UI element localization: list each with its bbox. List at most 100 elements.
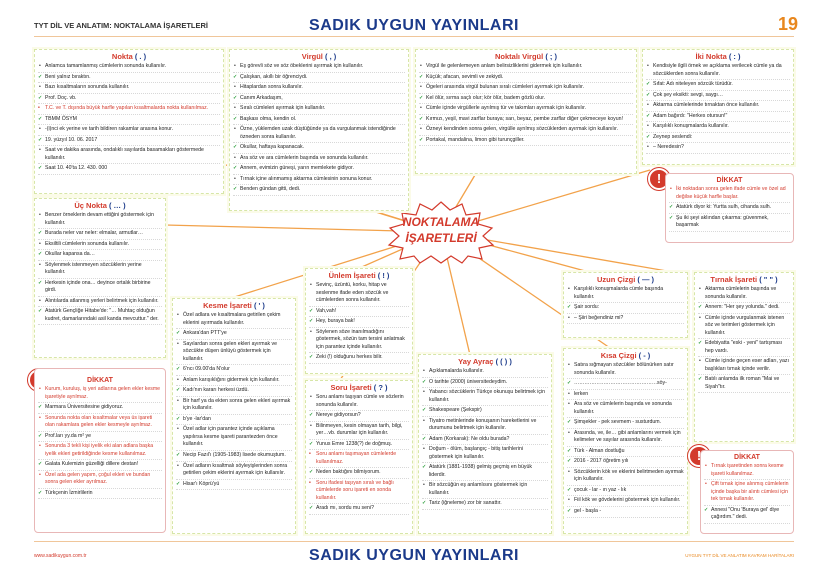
- list-item: Ara söz ve cümlelerin başında ve sonunda…: [567, 401, 684, 419]
- dikkat-tirnak-title: DİKKAT: [734, 454, 760, 461]
- list-item: Marmara Üniversitesine gidiyoruz.: [38, 404, 162, 414]
- list-item: Batılı anlamda ilk roman "Mai ve Siyah"t…: [698, 376, 790, 394]
- list-item: Söylenen söze inanılmadığını göstermek, …: [309, 329, 409, 354]
- list-item: Özne, yüklemden uzak düştüğünde ya da vu…: [233, 126, 405, 144]
- dikkat-left-list: Kurum, kuruluş, iş yeri adlarına gelen e…: [38, 386, 162, 500]
- burst-shape: [387, 201, 495, 264]
- list-item: Atatürk (1881-1938) gelmiş geçmiş en büy…: [422, 464, 548, 482]
- list-item: Açıklamalarda kullanılır.: [422, 368, 548, 378]
- list-item: Cümle içinde virgüllerle ayrılmış tür ve…: [419, 105, 633, 115]
- list-item: Annem, evimizin güneşi, yarın memlekete …: [233, 165, 405, 175]
- list-item: Bir harf ya da ekten sonra gelen ekleri …: [176, 398, 292, 415]
- list-item: Şair sordu:: [567, 304, 684, 314]
- list-item: Vah,vah!: [309, 308, 409, 318]
- ucnokta-list: Benzer örneklerin devam ettiğini gösterm…: [38, 212, 162, 326]
- list-item: Atatürk Gençliğe Hitabe'de: "… Muhtaç ol…: [38, 308, 162, 326]
- list-item: Karşılıklı konuşmalarda cümle başında ku…: [567, 286, 684, 304]
- warning-icon: !: [650, 170, 668, 188]
- uzuncizgi-title: Uzun Çizgi ( — ): [596, 275, 655, 284]
- list-item: Annesi "Onu 'Buraya gel' diye çağırdım."…: [704, 507, 790, 524]
- list-item: Şu iki şeyi aklından çıkarma: güvenmek, …: [669, 215, 790, 232]
- list-item: Tiyatro metinlerinde konuşanın hareketle…: [422, 418, 548, 435]
- list-item: Sonunda 3 tekli kişi iyelik eki alan adl…: [38, 443, 162, 461]
- central-title-line1: NOKTALAMA: [402, 215, 480, 229]
- list-item: Soru ifadesi taşıyan sıralı ve bağlı cüm…: [309, 480, 409, 505]
- dikkat-right-card: DİKKAT İki noktadan sonra gelen ifade cü…: [665, 173, 794, 243]
- list-item: Anlam karışıklığını gidermek için kullan…: [176, 377, 292, 387]
- yayayrac-list: Açıklamalarda kullanılır. O tarihte (200…: [422, 368, 548, 510]
- noktalivirgul-title: Noktalı Virgül ( ; ): [495, 52, 557, 61]
- list-item: Sıralı cümleleri ayırmak için kullanılır…: [233, 105, 405, 115]
- list-item: TBMM ÖSYM: [38, 116, 220, 126]
- list-item: Beni yalnız bıraktın.: [38, 74, 220, 84]
- publisher-title: SADIK UYGUN YAYINLARI: [309, 17, 519, 34]
- list-item: Yunus Emre 1238(?) de doğmuş.: [309, 441, 409, 451]
- list-item: Sözcüklerin kök ve eklerini belirtmeden …: [567, 469, 684, 486]
- ikinokta-list: Kendisiyle ilgili örnek ve açıklama veri…: [646, 63, 790, 154]
- list-item: Sonunda nokta olan kısaltmalar veya üs i…: [38, 415, 162, 432]
- list-item: Fiil kök ve gövdelerini göstermek için k…: [567, 497, 684, 507]
- list-item: Aktarma cümlelerin başında ve sonunda ku…: [698, 286, 790, 304]
- nokta-list: Anlamca tamamlanmış cümlelerin sonunda k…: [38, 63, 220, 175]
- list-item: Aktarma cümlelerinde tırnaktan önce kull…: [646, 102, 790, 112]
- list-item: Aradı mı, sordu mu seni?: [309, 505, 409, 515]
- list-item: Ara söz ve ara cümlelerin başında ve son…: [233, 155, 405, 165]
- list-item: Sayılardan sonra gelen ekleri ayırmak ve…: [176, 341, 292, 366]
- list-item: Yabancı sözcüklerin Türkçe okunuşu belir…: [422, 389, 548, 407]
- list-item: -(i)nci ek yerine ve tarih bildiren raka…: [38, 126, 220, 136]
- dikkat-left-card: DİKKAT Kurum, kuruluş, iş yeri adlarına …: [34, 368, 166, 533]
- list-item: Atatürk diyor ki: Yurtta sulh, cihanda s…: [669, 204, 790, 214]
- list-item: Saat 10. 40'ta 12. 430. 000: [38, 165, 220, 175]
- unlem-title: Ünlem İşareti ( ! ): [328, 271, 390, 280]
- list-item: Burada neler var neler: elmalar, armutla…: [38, 230, 162, 240]
- nokta-card: Nokta ( . ) Anlamca tamamlanmış cümleler…: [34, 49, 224, 194]
- dikkat-tirnak-list: Tırnak işaretinden sonra kesme işareti k…: [704, 463, 790, 524]
- list-item: Canım Arkadaşım,: [233, 95, 405, 105]
- list-item: Çok şey eksikti: sevgi, saygı…: [646, 92, 790, 102]
- footer-publisher: SADIK UYGUN YAYINLARI: [309, 547, 519, 564]
- dikkat-tirnak-card: DİKKAT Tırnak işaretinden sonra kesme iş…: [700, 450, 794, 534]
- central-title-badge: NOKTALAMA İŞARETLERİ: [386, 200, 496, 264]
- list-item: b'ye -lar'dan: [176, 416, 292, 426]
- list-item: Sevinç, üzüntü, korku, hitap ve seslenme…: [309, 282, 409, 307]
- ikinokta-card: İki Nokta ( : ) Kendisiyle ilgili örnek …: [642, 49, 794, 165]
- kisacizgi-list: Satıra sığmayan sözcükler bölünürken sat…: [567, 362, 684, 518]
- list-item: Çift tırnak içine alınmış cümlelerin içi…: [704, 481, 790, 506]
- subject-label: TYT DİL VE ANLATIM: NOKTALAMA İŞARETLERİ: [34, 21, 209, 30]
- list-item: Anlamca tamamlanmış cümlelerin sonunda k…: [38, 63, 220, 73]
- central-title-line2: İŞARETLERİ: [405, 231, 477, 245]
- list-item: Hisar'ı Köprü'yü: [176, 481, 292, 491]
- list-item: İki noktadan sonra gelen ifade cümle ve …: [669, 186, 790, 204]
- soru-list: Soru anlamı taşıyan cümle ve sözlerin so…: [309, 394, 409, 515]
- list-item: Necip Fazıl'ı (1905-1983) lisede okumuşt…: [176, 452, 292, 462]
- list-item: Bir sözcüğün eş anlamlısını göstermek iç…: [422, 482, 548, 500]
- list-item: Satıra sığmayan sözcükler bölünürken sat…: [567, 362, 684, 380]
- list-item: Neden baktığını bilmiyorum.: [309, 469, 409, 479]
- website-link[interactable]: www.sadikuygun.com.tr: [34, 553, 87, 559]
- list-item: 19. yüzyıl 10. 06. 2017: [38, 137, 220, 147]
- tirnak-list: Aktarma cümlelerin başında ve sonunda ku…: [698, 286, 790, 394]
- noktalivirgul-card: Noktalı Virgül ( ; ) Virgül ile gelenlem…: [415, 49, 637, 174]
- list-item: Özel ada gelen yapım, çoğul ekleri ve bu…: [38, 472, 162, 489]
- list-item: Ankara'dan PTT'ye: [176, 330, 292, 340]
- list-item: Soru anlamı taşıyan cümle ve sözlerin so…: [309, 394, 409, 412]
- list-item: Hey, buraya bak!: [309, 318, 409, 328]
- list-item: Zeki (!) olduğunu herkes bilir.: [309, 354, 409, 364]
- ucnokta-title: Üç Nokta ( … ): [74, 201, 126, 210]
- list-item: Adam bağırdı: "Herkes otursun!": [646, 113, 790, 123]
- list-item: – Şiiri beğendiniz mi?: [567, 315, 684, 325]
- dikkat-right-title: DİKKAT: [716, 177, 743, 184]
- list-item: 2016 - 2017 öğretim yılı: [567, 458, 684, 468]
- list-item: Ögeleri arasında virgül bulunan sıralı c…: [419, 84, 633, 94]
- footer-divider: [34, 541, 794, 542]
- unlem-card: Ünlem İşareti ( ! ) Sevinç, üzüntü, kork…: [305, 268, 413, 374]
- list-item: Arasında, ve, ile… gibi anlamlarını verm…: [567, 430, 684, 447]
- list-item: Virgül ile gelenlemeyen anlam belirsizli…: [419, 63, 633, 73]
- list-item: çocuk - lar - ın yaz - lık: [567, 487, 684, 497]
- nokta-title: Nokta ( . ): [111, 52, 147, 61]
- list-item: Annem: "Her şey yolunda." dedi.: [698, 304, 790, 314]
- list-item: Okullar, haftaya kapanacak.: [233, 144, 405, 154]
- list-item: Türk - Alman dostluğu: [567, 448, 684, 458]
- list-item: Sıfat: Adı niteleyen sözcük türüdür.: [646, 81, 790, 91]
- list-item: 6'ncı 09.00'da N'olur: [176, 366, 292, 376]
